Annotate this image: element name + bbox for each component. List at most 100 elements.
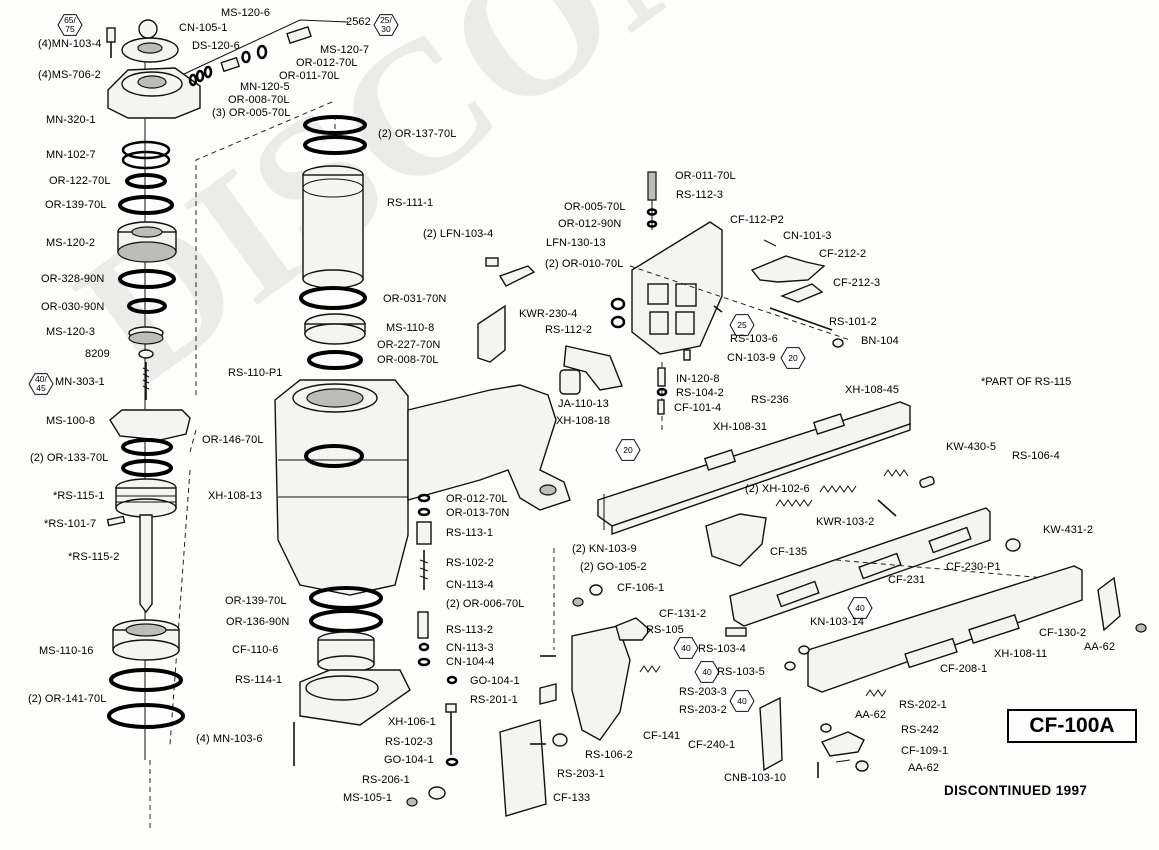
part-label: RS-113-2: [446, 624, 494, 636]
part-label: OR-030-90N: [41, 301, 105, 313]
part-label: CF-230-P1: [946, 561, 1001, 573]
part-label: (2) OR-141-70L: [28, 693, 107, 705]
part-label: AA-62: [908, 762, 940, 774]
part-label: KWR-103-2: [816, 516, 875, 528]
part-label: RS-103-5: [717, 666, 765, 678]
part-label: (3) OR-005-70L: [212, 107, 291, 119]
part-label: RS-203-1: [557, 768, 605, 780]
part-label: OR-013-70N: [446, 507, 510, 519]
hex-outline: [28, 373, 54, 395]
part-label: MS-120-3: [46, 326, 96, 338]
part-label: OR-146-70L: [202, 434, 264, 446]
part-label: KW-430-5: [946, 441, 997, 453]
part-label: RS-206-1: [362, 774, 410, 786]
part-label: CN-104-4: [446, 656, 495, 668]
part-label: BN-104: [861, 335, 899, 347]
part-label: CN-103-9: [727, 352, 776, 364]
part-label: MN-102-7: [46, 149, 96, 161]
part-label: (4)MN-103-4: [38, 38, 102, 50]
part-label: OR-012-70L: [296, 57, 358, 69]
part-label: DS-120-6: [192, 40, 240, 52]
part-label: *RS-101-7: [44, 518, 97, 530]
part-label: (4)MS-706-2: [38, 69, 101, 81]
hex-badge: 25: [737, 319, 747, 330]
part-label: AA-62: [1084, 641, 1116, 653]
part-label: (2) OR-137-70L: [378, 128, 457, 140]
hex-badge: 40: [681, 642, 691, 653]
part-label: (2) LFN-103-4: [423, 228, 494, 240]
part-label: RS-103-4: [698, 643, 746, 655]
part-label: CF-130-2: [1039, 627, 1087, 639]
part-label: OR-012-70L: [446, 493, 508, 505]
part-label: RS-113-1: [446, 527, 494, 539]
footnote: *PART OF RS-115: [981, 376, 1072, 388]
part-label: MS-120-6: [221, 7, 271, 19]
hex-outline: [780, 347, 806, 369]
part-label: RS-202-1: [899, 699, 947, 711]
part-label: OR-008-70L: [377, 354, 439, 366]
part-label: OR-136-90N: [226, 616, 290, 628]
hex-badge: 65/75: [64, 15, 76, 34]
part-label: CF-101-4: [674, 402, 722, 414]
part-label: XH-108-31: [713, 421, 768, 433]
part-label: 8209: [85, 348, 110, 360]
part-label: OR-005-70L: [564, 201, 626, 213]
part-label: RS-201-1: [470, 694, 518, 706]
part-label: GO-104-1: [384, 754, 434, 766]
part-label: MS-100-8: [46, 415, 96, 427]
hex-badge: 20: [623, 444, 633, 455]
hex-badge: 40: [737, 695, 747, 706]
part-label: LFN-130-13: [546, 237, 606, 249]
hex-badge: 40: [855, 602, 865, 613]
part-label: OR-227-70N: [377, 339, 441, 351]
part-label: CN-113-3: [446, 642, 494, 654]
hex-outline: [673, 637, 699, 659]
part-label: MS-110-16: [39, 645, 94, 657]
part-label: RS-101-2: [829, 316, 877, 328]
part-label: MS-110-8: [386, 322, 435, 334]
part-label: RS-112-2: [545, 324, 593, 336]
part-label: CF-240-1: [688, 739, 736, 751]
hex-outline: [694, 661, 720, 683]
hex-badge: 40: [702, 666, 712, 677]
hex-outline: [729, 314, 755, 336]
part-label: XH-108-13: [208, 490, 263, 502]
part-label: CNB-103-10: [724, 772, 787, 784]
hex-badge: 20: [788, 352, 798, 363]
part-label: (2) OR-133-70L: [30, 452, 109, 464]
part-label: IN-120-8: [676, 373, 720, 385]
part-label: RS-105: [646, 624, 684, 636]
part-label: MS-105-1: [343, 792, 393, 804]
part-label: XH-108-11: [994, 648, 1048, 660]
part-label: 2562: [346, 16, 371, 28]
part-label: (2) GO-105-2: [580, 561, 647, 573]
part-label: RS-242: [901, 724, 939, 736]
hex-badge: 25/30: [380, 15, 392, 34]
part-label: (2) OR-006-70L: [446, 598, 525, 610]
part-label: CF-106-1: [617, 582, 665, 594]
part-label: *RS-115-1: [53, 490, 105, 502]
part-label: RS-111-1: [387, 197, 434, 209]
part-label: OR-139-70L: [45, 199, 107, 211]
part-label: OR-011-70L: [279, 70, 340, 82]
part-label: (4) MN-103-6: [196, 733, 263, 745]
part-label: (2) OR-010-70L: [545, 258, 624, 270]
part-label: CN-101-3: [783, 230, 832, 242]
part-label: RS-103-6: [730, 333, 778, 345]
part-label: OR-031-70N: [383, 293, 447, 305]
part-label: XH-108-45: [845, 384, 900, 396]
part-label: *RS-115-2: [68, 551, 120, 563]
part-label: OR-012-90N: [558, 218, 622, 230]
part-label: RS-114-1: [235, 674, 283, 686]
hex-outline: [615, 439, 641, 461]
part-label: CN-113-4: [446, 579, 494, 591]
part-label: CF-231: [888, 574, 926, 586]
part-label: XH-106-1: [388, 716, 436, 728]
part-label: RS-203-3: [679, 686, 727, 698]
part-label: KW-431-2: [1043, 524, 1094, 536]
part-label: RS-203-2: [679, 704, 727, 716]
part-label: CF-212-2: [819, 248, 867, 260]
hex-outline: [57, 14, 83, 36]
part-label: OR-008-70L: [228, 94, 290, 106]
